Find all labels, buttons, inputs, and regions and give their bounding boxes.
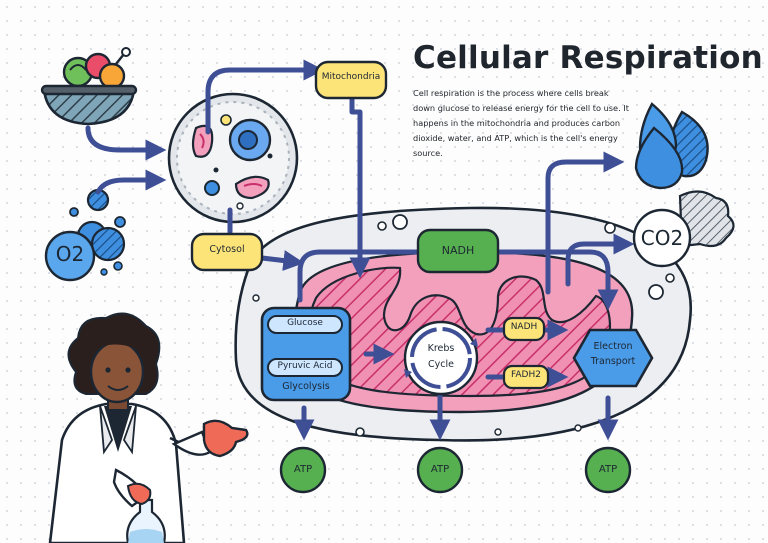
mitochondria-tag [314,60,388,100]
krebs-label-line2: Cycle [428,359,454,370]
glucose-label: Glucose [287,318,323,328]
glucose-pill [267,315,343,334]
cytosol-label: Cytosol [209,244,245,255]
scientist-illustration [48,312,249,543]
electron-transport-label-line1: Electron [593,341,633,352]
krebs-label-line1: Krebs [427,343,455,354]
atp-node-3 [584,446,632,494]
pyruvic-acid-label: Pyruvic Acid [277,361,333,371]
description-text: Cell respiration is the process where ce… [413,88,629,158]
nadh-tag [502,316,546,342]
oxygen-to-cell-arrow [95,169,167,195]
fadh2-tag [502,364,550,390]
nadh-top-label: NADH [441,244,475,257]
pyruvic-acid-pill [267,358,343,377]
animal-cell-icon [167,92,299,224]
mitochondria-label: Mitochondria [321,72,381,82]
oxygen-label: O2 [55,242,85,266]
electron-transport-label-line2: Transport [590,356,636,367]
atp-node-1 [279,446,327,494]
nadh-top-node [416,228,500,274]
fadh2-label: FADH2 [511,370,541,380]
oxygen-bubbles-icon [44,188,126,282]
atp-node-2 [416,446,464,494]
krebs-cycle-node [403,320,479,396]
water-drops-icon [634,102,709,190]
electron-transport-node [572,328,654,388]
co2-cloud-icon [632,190,735,268]
glycolysis-label: Glycolysis [282,381,330,392]
atp-label-2: ATP [430,464,450,475]
atp-label-1: ATP [293,464,313,475]
page-title: Cellular Respiration [413,40,763,76]
nadh-mid-label: NADH [510,322,538,332]
cytosol-tag [190,232,264,272]
atp-label-3: ATP [598,464,618,475]
food-bowl-icon [40,47,138,126]
carbon-dioxide-label: CO2 [640,226,684,250]
food-to-cell-arrow [85,125,167,161]
